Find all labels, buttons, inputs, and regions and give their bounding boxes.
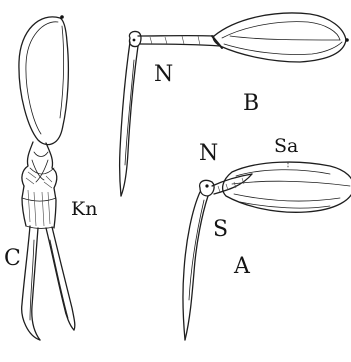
label-n-bottom: N [199, 143, 218, 165]
seedling-a [183, 162, 351, 340]
label-sa: Sa [274, 137, 298, 156]
seedling-a-seed [223, 162, 351, 212]
seedling-c [19, 15, 75, 340]
seedling-a-node [200, 180, 214, 196]
label-s: S [213, 219, 228, 241]
seedling-c-seed [19, 15, 68, 144]
seedling-b-root [120, 42, 138, 196]
label-c: C [4, 248, 21, 270]
label-b: B [243, 93, 259, 115]
seedling-c-sheath [22, 186, 56, 228]
seedling-c-neck [22, 142, 57, 188]
seedling-a-root [183, 192, 208, 340]
label-kn: Kn [71, 200, 97, 219]
label-a: A [234, 256, 250, 278]
label-n-top: N [154, 64, 173, 86]
seedling-b [120, 13, 349, 196]
seedling-c-roots [22, 226, 75, 340]
seedling-b-node [129, 31, 141, 46]
seedling-b-seed [212, 13, 349, 62]
seedling-b-shoot [138, 36, 220, 46]
